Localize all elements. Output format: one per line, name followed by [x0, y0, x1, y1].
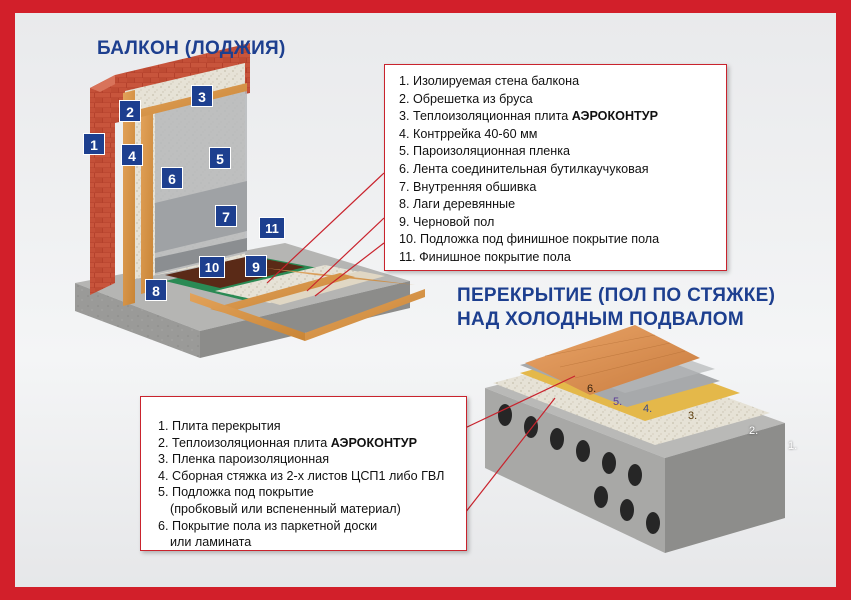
floor-legend-item: или ламината	[170, 535, 252, 550]
balcony-legend-item: 4. Контррейка 40-60 мм	[399, 126, 538, 141]
floor-label-5: 5.	[613, 396, 623, 408]
balcony-legend: 1. Изолируемая стена балкона 2. Обрешетк…	[384, 64, 727, 271]
balcony-legend-item: 7. Внутренняя обшивка	[399, 179, 537, 194]
badge-10: 10	[199, 256, 225, 278]
floor-label-1: 1.	[788, 440, 798, 452]
badge-11: 11	[259, 217, 285, 239]
brand-name: АЭРОКОНТУР	[571, 109, 658, 124]
badge-4: 4	[121, 144, 143, 166]
badge-7: 7	[215, 205, 237, 227]
balcony-legend-item: 9. Черновой пол	[399, 214, 495, 229]
floor-legend-item: 3. Пленка пароизоляционная	[158, 452, 330, 467]
floor-legend-item: 6. Покрытие пола из паркетной доски	[158, 518, 378, 533]
floor-label-4: 4.	[643, 403, 653, 415]
badge-8: 8	[145, 279, 167, 301]
balcony-title: БАЛКОН (ЛОДЖИЯ)	[97, 38, 286, 59]
balcony-legend-item: 5. Пароизоляционная пленка	[399, 144, 571, 159]
floor-title: ПЕРЕКРЫТИЕ (ПОЛ ПО СТЯЖКЕ) НАД ХОЛОДНЫМ …	[457, 284, 775, 332]
balcony-legend-item: 2. Обрешетка из бруса	[399, 91, 533, 106]
balcony-legend-item: 3. Теплоизоляционная плита АЭРОКОНТУР	[399, 109, 658, 124]
balcony-legend-item: 6. Лента соединительная бутилкаучуковая	[399, 161, 649, 176]
floor-label-6: 6.	[587, 383, 597, 395]
floor-legend-item: 1. Плита перекрытия	[158, 419, 281, 433]
floor-legend-item: 5. Подложка под покрытие	[158, 485, 314, 500]
floor-title-line2: НАД ХОЛОДНЫМ ПОДВАЛОМ	[457, 309, 744, 330]
floor-legend-item: 2. Теплоизоляционная плита АЭРОКОНТУР	[158, 435, 417, 450]
balcony-legend-item: 10. Подложка под финишное покрытие пола	[399, 232, 660, 247]
floor-legend-item: (пробковый или вспененный материал)	[170, 501, 401, 516]
floor-title-line1: ПЕРЕКРЫТИЕ (ПОЛ ПО СТЯЖКЕ)	[457, 285, 776, 306]
balcony-legend-item: 11. Финишное покрытие пола	[399, 249, 571, 264]
balcony-illustration	[75, 43, 785, 553]
floor-label-2: 2.	[749, 425, 759, 437]
floor-label-3: 3.	[688, 410, 698, 422]
badge-2: 2	[119, 100, 141, 122]
floor-legend: 1. Плита перекрытия 2. Теплоизоляционная…	[140, 396, 467, 551]
poster-canvas: БАЛКОН (ЛОДЖИЯ) ПЕРЕКРЫТИЕ (ПОЛ ПО СТЯЖК…	[15, 13, 836, 587]
badge-9: 9	[245, 255, 267, 277]
badge-3: 3	[191, 85, 213, 107]
badge-1: 1	[83, 133, 105, 155]
balcony-legend-item: 8. Лаги деревянные	[399, 197, 516, 212]
badge-6: 6	[161, 167, 183, 189]
balcony-legend-item: 1. Изолируемая стена балкона	[399, 74, 580, 88]
floor-legend-item: 4. Сборная стяжка из 2-х листов ЦСП1 либ…	[158, 468, 445, 483]
brand-name: АЭРОКОНТУР	[330, 435, 417, 450]
badge-5: 5	[209, 147, 231, 169]
